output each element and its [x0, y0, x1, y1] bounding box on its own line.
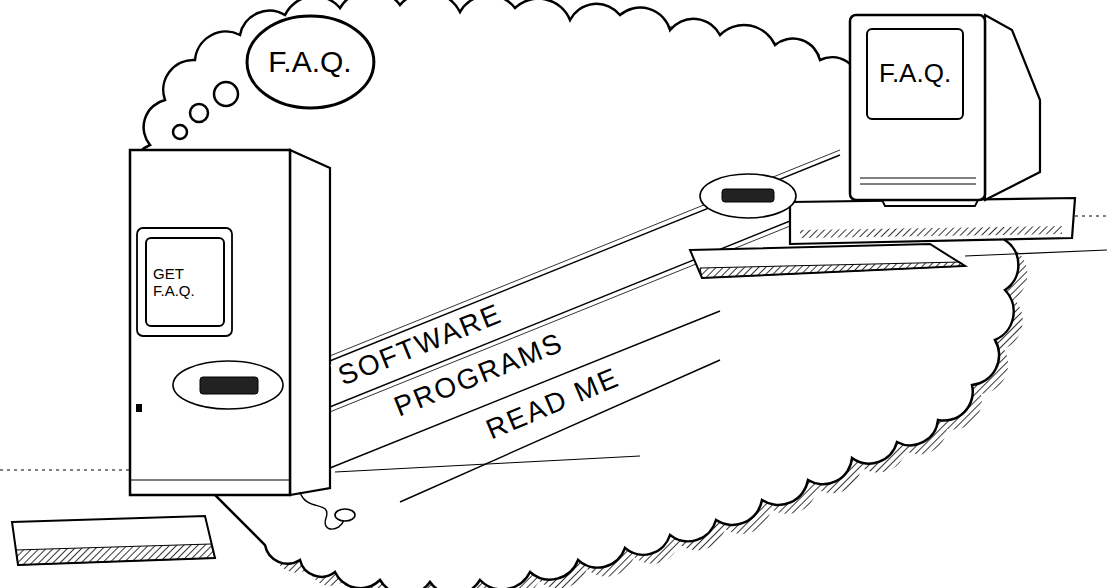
computer-case	[130, 150, 290, 495]
thought-dot	[214, 82, 238, 106]
monitor-screen: GET F.A.Q.	[145, 237, 225, 327]
node-text: F.A.Q.	[879, 59, 951, 89]
bubble-outline	[247, 16, 374, 108]
drive-highlight	[173, 361, 283, 409]
thought-dot	[190, 104, 208, 122]
mouse	[335, 509, 355, 521]
drive-highlight	[700, 174, 796, 218]
keyboard	[12, 516, 215, 565]
disk-drive	[722, 189, 774, 202]
keyboard	[690, 244, 965, 278]
monitor-case	[850, 15, 985, 200]
thought-dot	[173, 125, 187, 139]
disk-drive	[200, 377, 258, 394]
desk-line	[965, 250, 1107, 256]
monitor-ridge	[860, 183, 976, 184]
keyboard-keys	[16, 544, 215, 565]
desk-line	[0, 470, 130, 471]
floor-line	[335, 456, 640, 472]
desk-line	[1075, 216, 1107, 217]
power-light	[136, 404, 142, 412]
node-text: GET F.A.Q.	[153, 265, 215, 300]
ribbon-line	[330, 311, 720, 468]
case-base-line	[130, 479, 290, 480]
monitor-ridge	[860, 177, 976, 178]
thought-bubble: F.A.Q.	[245, 14, 376, 110]
keyboard-keys	[700, 262, 965, 278]
monitor-screen: F.A.Q.	[866, 28, 964, 120]
monitor-side	[985, 15, 1040, 200]
base-vents	[800, 226, 1062, 238]
screen-bezel	[137, 228, 232, 336]
node-text: F.A.Q.	[268, 45, 351, 80]
computer-side	[290, 150, 330, 495]
